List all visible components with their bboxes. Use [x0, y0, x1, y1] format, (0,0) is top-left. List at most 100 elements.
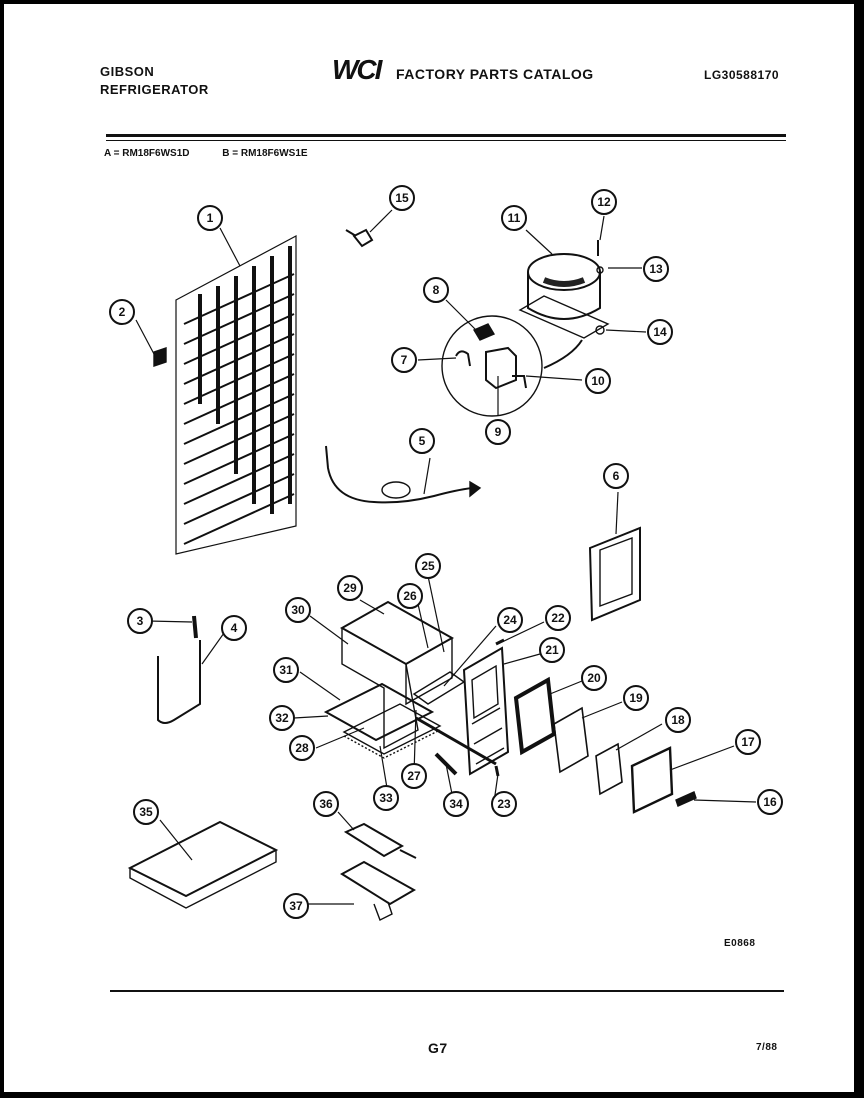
- label-plate: [675, 791, 697, 807]
- condenser-coil: [175, 235, 297, 555]
- svg-text:3: 3: [137, 614, 144, 628]
- heater-shield: [595, 742, 623, 796]
- exploded-parts-diagram: 1 2 3 4 5 6 7 8 9 10 11 12 13 14 15 16 1…: [109, 185, 783, 921]
- callout: 32: [269, 705, 295, 731]
- callout: 2: [109, 299, 135, 325]
- callout: 4: [221, 615, 247, 641]
- diagram-code: E0868: [724, 938, 756, 949]
- thermostat: [343, 822, 417, 859]
- catalog-page: GIBSON REFRIGERATOR WCI FACTORY PARTS CA…: [4, 4, 854, 1092]
- power-cord: [325, 445, 473, 504]
- drip-tray: [323, 682, 442, 759]
- callout: 7: [391, 347, 417, 373]
- callout: 15: [389, 185, 415, 211]
- svg-text:28: 28: [295, 741, 309, 755]
- callout: 37: [283, 893, 309, 919]
- callout: 5: [409, 428, 435, 454]
- model-legend: A = RM18F6WS1D B = RM18F6WS1E: [104, 148, 338, 159]
- svg-text:36: 36: [319, 797, 333, 811]
- cord-coil: [381, 481, 411, 499]
- svg-text:9: 9: [495, 425, 502, 439]
- callouts: 1 2 3 4 5 6 7 8 9 10 11 12 13 14 15 16 1…: [109, 185, 783, 919]
- access-panel: [588, 526, 641, 622]
- svg-text:32: 32: [275, 711, 289, 725]
- svg-text:5: 5: [419, 434, 426, 448]
- callout: 10: [585, 368, 611, 394]
- callout: 31: [273, 657, 299, 683]
- callout: 29: [337, 575, 363, 601]
- svg-text:37: 37: [289, 899, 303, 913]
- callout: 24: [497, 607, 523, 633]
- callout: 26: [397, 583, 423, 609]
- callout: 25: [415, 553, 441, 579]
- bolt: [595, 325, 605, 335]
- svg-text:31: 31: [279, 663, 293, 677]
- callout: 9: [485, 419, 511, 445]
- svg-text:33: 33: [379, 791, 393, 805]
- svg-text:4: 4: [231, 621, 238, 635]
- brand-name: GIBSON: [100, 64, 155, 79]
- svg-text:14: 14: [653, 325, 667, 339]
- svg-text:19: 19: [629, 691, 643, 705]
- svg-text:29: 29: [343, 581, 357, 595]
- callout: 20: [581, 665, 607, 691]
- leader-lines: [135, 209, 757, 905]
- svg-text:26: 26: [403, 589, 417, 603]
- svg-text:30: 30: [291, 603, 305, 617]
- svg-text:20: 20: [587, 671, 601, 685]
- svg-text:24: 24: [503, 613, 517, 627]
- svg-text:27: 27: [407, 769, 421, 783]
- catalog-title: FACTORY PARTS CATALOG: [396, 66, 594, 82]
- callout: 17: [735, 729, 761, 755]
- callout: 18: [665, 707, 691, 733]
- callout: 8: [423, 277, 449, 303]
- callout: 22: [545, 605, 571, 631]
- svg-text:8: 8: [433, 283, 440, 297]
- callout: 1: [197, 205, 223, 231]
- callout: 27: [401, 763, 427, 789]
- header-rule-thin: [106, 140, 786, 141]
- svg-text:10: 10: [591, 374, 605, 388]
- svg-text:21: 21: [545, 643, 559, 657]
- wci-logo: WCI: [332, 54, 386, 84]
- svg-text:34: 34: [449, 797, 463, 811]
- model-b: B = RM18F6WS1E: [222, 148, 308, 159]
- svg-text:35: 35: [139, 805, 153, 819]
- callout: 19: [623, 685, 649, 711]
- callout: 13: [643, 256, 669, 282]
- callout: 16: [757, 789, 783, 815]
- svg-text:2: 2: [119, 305, 126, 319]
- callout: 23: [491, 791, 517, 817]
- mounting-bracket: [340, 860, 417, 921]
- control-cover: [630, 746, 674, 814]
- gasket: [513, 676, 557, 756]
- svg-text:15: 15: [395, 191, 409, 205]
- tube-clip: [345, 228, 374, 248]
- drain-tube: [157, 615, 201, 724]
- callout: 6: [603, 463, 629, 489]
- callout: 33: [373, 785, 399, 811]
- shelf-panel: [127, 820, 279, 909]
- screw: [495, 638, 505, 646]
- svg-text:7: 7: [401, 353, 408, 367]
- svg-text:25: 25: [421, 559, 435, 573]
- callout: 35: [133, 799, 159, 825]
- svg-text:13: 13: [649, 262, 663, 276]
- compressor: [518, 253, 610, 339]
- frame: [553, 706, 589, 774]
- callout: 11: [501, 205, 527, 231]
- page-number: G7: [428, 1040, 448, 1056]
- svg-text:WCI: WCI: [332, 54, 384, 84]
- callout: 30: [285, 597, 311, 623]
- svg-text:11: 11: [508, 211, 521, 225]
- callout: 36: [313, 791, 339, 817]
- callout: 34: [443, 791, 469, 817]
- svg-text:22: 22: [551, 611, 565, 625]
- svg-text:6: 6: [613, 469, 620, 483]
- callout: 14: [647, 319, 673, 345]
- catalog-date: 7/88: [756, 1042, 778, 1053]
- header-rule-thick: [106, 134, 786, 137]
- fan-grille: [462, 646, 510, 776]
- heater-rod: [415, 716, 497, 766]
- callout: 28: [289, 735, 315, 761]
